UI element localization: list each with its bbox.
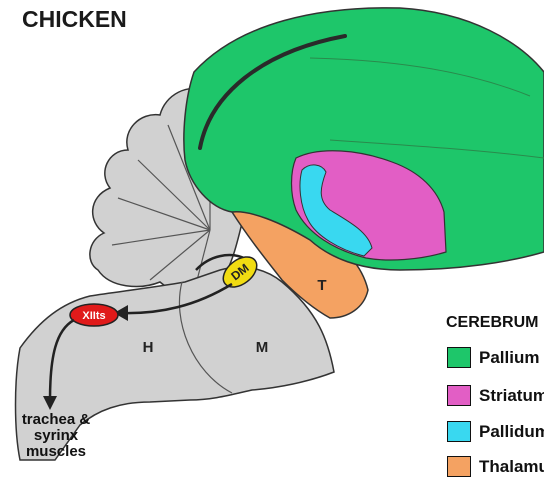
xiits-label: XIIts	[82, 310, 105, 322]
midbrain-label: M	[256, 339, 269, 356]
output-target-line: trachea &	[4, 412, 108, 428]
output-target-line: muscles	[4, 444, 108, 460]
legend-label: Pallidum	[479, 422, 544, 442]
legend-label: Thalamus	[479, 457, 544, 477]
legend-swatch	[447, 456, 471, 477]
legend-swatch	[447, 347, 471, 368]
species-title: CHICKEN	[22, 6, 127, 33]
legend-label: Striatum	[479, 386, 544, 406]
output-target-label: trachea & syrinx muscles	[4, 412, 108, 460]
legend-title: CEREBRUM	[446, 314, 538, 332]
output-target-line: syrinx	[4, 428, 108, 444]
legend-swatch	[447, 385, 471, 406]
legend-label: Pallium	[479, 348, 539, 368]
thalamus-label: T	[317, 277, 326, 294]
hindbrain-label: H	[143, 339, 154, 356]
legend-swatch	[447, 421, 471, 442]
